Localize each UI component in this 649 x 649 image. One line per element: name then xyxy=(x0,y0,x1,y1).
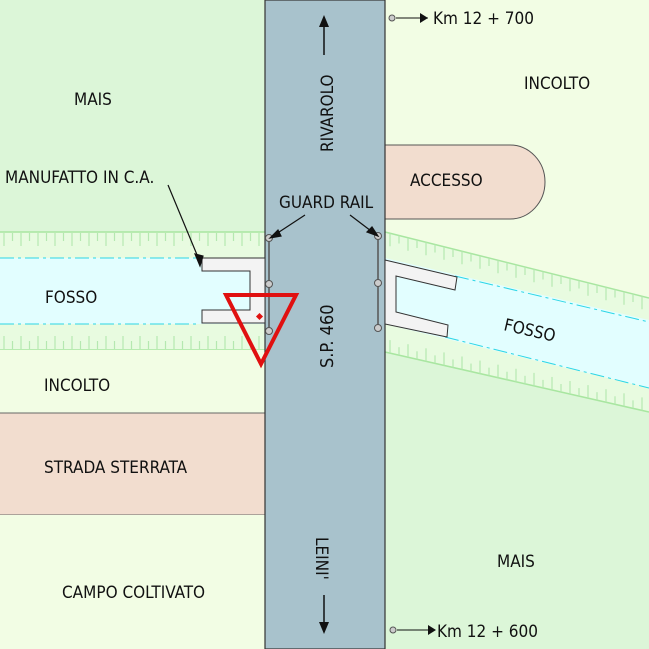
area-strada-sterrata xyxy=(0,413,265,515)
label-manufatto: MANUFATTO IN C.A. xyxy=(5,168,154,188)
km-marker-bottom: Km 12 + 600 xyxy=(389,622,538,642)
bank-left-bottom xyxy=(0,324,265,350)
label-incolto-right: INCOLTO xyxy=(524,74,590,94)
leader-lines xyxy=(167,184,380,268)
km-label-top: Km 12 + 700 xyxy=(433,9,534,29)
label-strada-sterrata: STRADA STERRATA xyxy=(44,458,188,478)
arrow-down-icon xyxy=(319,595,329,634)
arrow-up-icon xyxy=(319,15,329,55)
bank-left-top xyxy=(0,232,265,258)
label-accesso: ACCESSO xyxy=(410,171,483,191)
label-road: S.P. 460 xyxy=(317,304,338,368)
label-campo-coltivato: CAMPO COLTIVATO xyxy=(62,583,205,603)
road-sp460 xyxy=(264,0,386,649)
label-leini: LEINI' xyxy=(311,537,331,580)
label-guard-rail: GUARD RAIL xyxy=(279,193,374,213)
area-accesso xyxy=(384,144,546,220)
label-mais-left: MAIS xyxy=(74,90,112,110)
area-incolto-left xyxy=(0,350,265,413)
label-fosso-left: FOSSO xyxy=(45,288,97,308)
ditch-right xyxy=(385,258,649,388)
label-incolto-left: INCOLTO xyxy=(44,376,110,396)
guard-rail-left xyxy=(265,234,273,335)
km-label-bottom: Km 12 + 600 xyxy=(437,622,538,642)
area-campo-coltivato xyxy=(0,515,265,649)
km-marker-top: Km 12 + 700 xyxy=(388,9,534,29)
position-marker-triangle xyxy=(222,293,300,369)
label-mais-right: MAIS xyxy=(497,552,535,572)
area-mais-left xyxy=(0,0,265,232)
position-marker-point xyxy=(255,312,264,321)
culvert-right xyxy=(384,259,458,338)
label-rivarolo: RIVAROLO xyxy=(318,74,338,152)
guard-rail-right xyxy=(374,232,382,332)
